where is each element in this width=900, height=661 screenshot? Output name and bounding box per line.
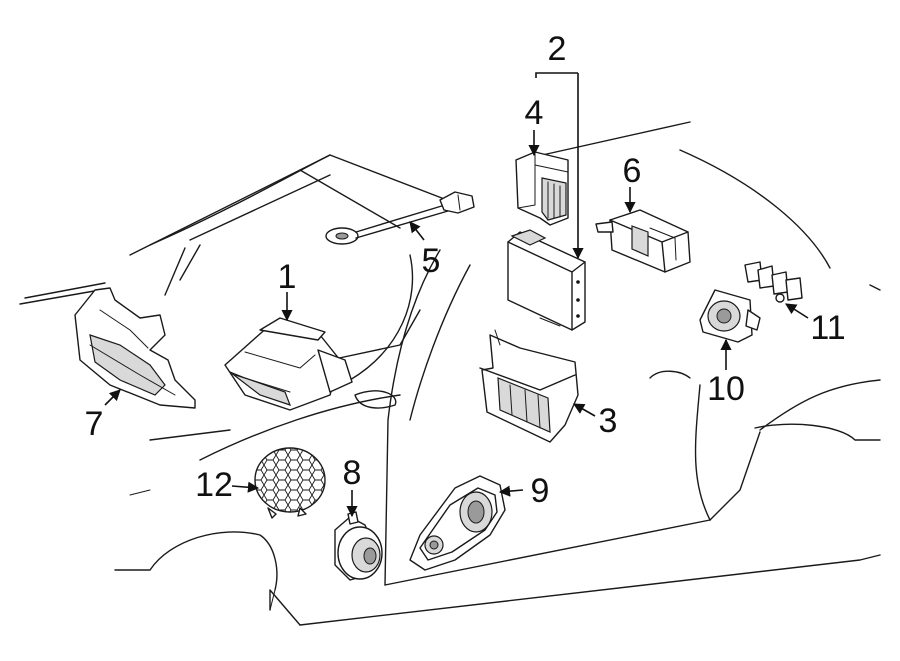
callout-8: 8 <box>343 454 362 492</box>
part-10-tweeter <box>699 289 761 343</box>
part-9-door-speaker <box>409 475 506 571</box>
part-3-mounting-bracket <box>479 329 579 443</box>
leader-5 <box>409 221 425 241</box>
part-8-speaker <box>334 511 383 581</box>
part-2-control-unit <box>507 229 586 331</box>
part-1-control-module <box>224 317 353 411</box>
leader-lines <box>104 72 809 518</box>
part-11-clips <box>744 261 803 303</box>
callout-1: 1 <box>278 258 297 296</box>
callout-11: 11 <box>810 309 845 347</box>
leader-3 <box>573 403 596 417</box>
vehicle-body-outline <box>19 121 881 626</box>
callout-12: 12 <box>195 466 233 504</box>
part-4-connector-module <box>515 151 569 226</box>
callout-6: 6 <box>623 152 642 190</box>
callout-4: 4 <box>525 94 544 132</box>
callout-3: 3 <box>599 402 618 440</box>
callout-7: 7 <box>85 405 104 443</box>
callout-9: 9 <box>531 472 550 510</box>
callout-5: 5 <box>422 242 441 280</box>
callout-2: 2 <box>548 30 567 68</box>
leader-9 <box>498 485 524 497</box>
part-7-trim-panel <box>74 287 196 409</box>
leader-12 <box>231 481 260 493</box>
callout-labels: 1 2 3 4 5 6 7 8 9 10 11 12 <box>85 30 846 510</box>
part-6-relay-box <box>595 209 691 273</box>
part-12-speaker-grille <box>254 447 326 519</box>
leader-11 <box>785 303 809 319</box>
part-5-sensor-cable <box>325 191 475 245</box>
leader-2-bracket <box>535 72 578 78</box>
callout-10: 10 <box>707 370 745 408</box>
leader-7 <box>104 389 121 406</box>
